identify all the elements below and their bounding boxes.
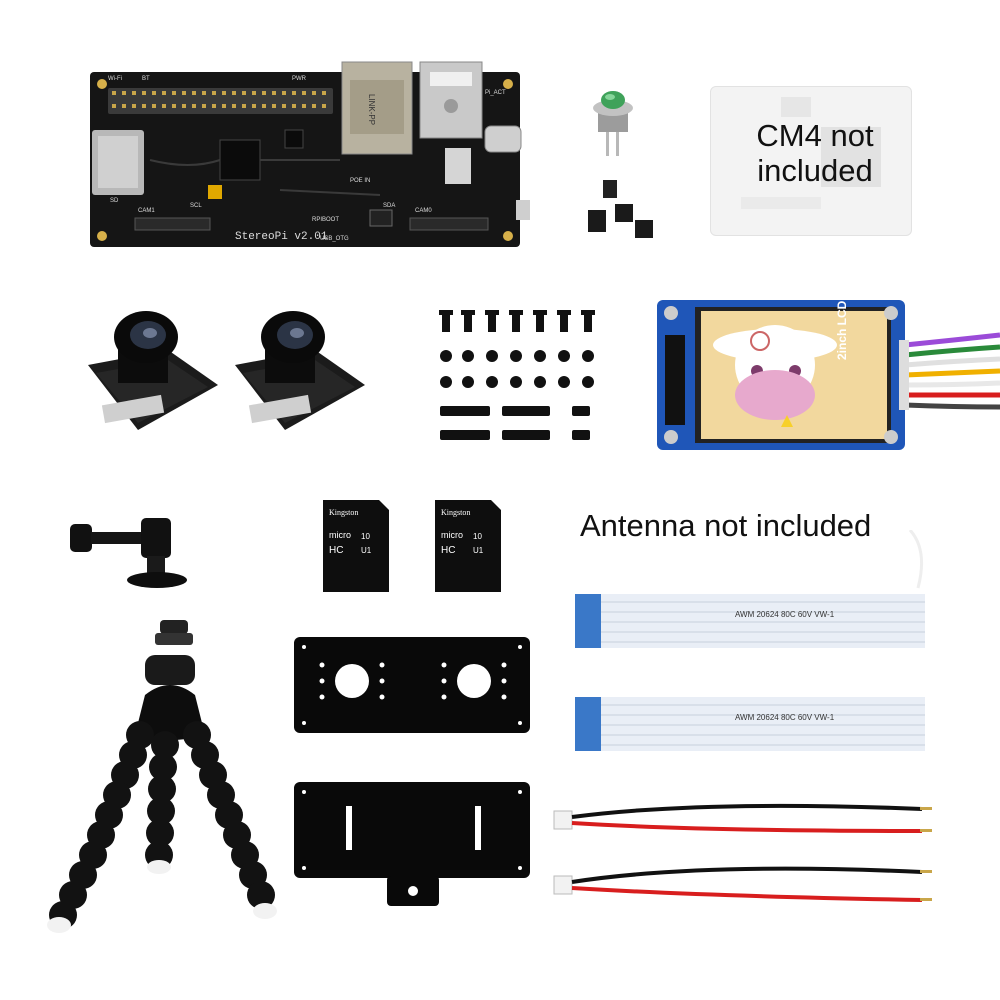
- ribbon-cable-1: AWM 20624 80C 60V VW-1: [575, 592, 925, 650]
- sd-card-1-uhs: U1: [361, 546, 372, 555]
- sd-card-2-type: micro: [441, 530, 463, 540]
- board-usb-label: USB_OTG: [320, 236, 349, 242]
- sd-card-1: Kingston micro HC 10 U1: [323, 500, 389, 592]
- ribbon-cable-2-text: AWM 20624 80C 60V VW-1: [735, 713, 835, 722]
- ribbon-cable-2: AWM 20624 80C 60V VW-1: [575, 695, 925, 753]
- sd-card-2: Kingston micro HC 10 U1: [435, 500, 501, 592]
- lcd-side-label: 2inch LCD Module: [835, 255, 849, 360]
- push-button: [588, 80, 638, 160]
- sd-card-1-hc: HC: [329, 545, 344, 556]
- lcd-module: 2inch LCD Module: [655, 255, 1000, 455]
- camera-module-left: [78, 305, 223, 435]
- screws-and-standoffs: [432, 300, 612, 450]
- jumpers: [585, 178, 660, 243]
- ribbon-cable-1-text: AWM 20624 80C 60V VW-1: [735, 610, 835, 619]
- board-poe-label: POE IN: [350, 178, 371, 184]
- cm4-note-line2: included: [757, 153, 873, 188]
- power-cable-2: [552, 860, 942, 910]
- board-pwr-label: PWR: [292, 76, 306, 82]
- board-model-label: StereoPi v2.01: [235, 231, 328, 243]
- board-cam0-label: CAM0: [415, 208, 432, 214]
- board-scl-label: SCL: [190, 203, 202, 209]
- camera-module-right: [225, 305, 370, 435]
- tripod: [45, 615, 290, 945]
- board-wifi-label: Wi-Fi: [108, 76, 122, 82]
- power-cable-1: [552, 795, 942, 845]
- board-act-label: Pi_ACT: [485, 90, 506, 96]
- board-sda-label: SDA: [383, 203, 396, 209]
- acrylic-plate-back: [292, 780, 532, 910]
- sd-card-1-type: micro: [329, 530, 351, 540]
- sd-card-1-brand: Kingston: [329, 508, 359, 517]
- board-cam1-label: CAM1: [138, 208, 155, 214]
- board-sd-label: SD: [110, 198, 119, 204]
- sd-card-2-class: 10: [473, 532, 482, 541]
- acrylic-plate-front: [292, 635, 532, 735]
- sd-card-2-brand: Kingston: [441, 508, 471, 517]
- cm4-module-faded: [710, 86, 912, 236]
- sd-card-2-uhs: U1: [473, 546, 484, 555]
- antenna-wire-faded: [900, 530, 930, 590]
- cm4-note: CM4 not included: [740, 118, 890, 188]
- antenna-note: Antenna not included: [580, 508, 872, 543]
- board-lan-chip-label: LINK-PP: [367, 93, 377, 126]
- stereopi-board: StereoPi v2.01 Wi-Fi BT PWR Pi_ACT CAM1 …: [80, 60, 530, 255]
- cm4-note-line1: CM4 not: [756, 118, 874, 153]
- gopro-mount: [65, 510, 200, 595]
- sd-card-2-hc: HC: [441, 545, 456, 556]
- board-rpiboot-label: RPIBOOT: [312, 217, 340, 223]
- sd-card-1-class: 10: [361, 532, 370, 541]
- board-bt-label: BT: [142, 76, 150, 82]
